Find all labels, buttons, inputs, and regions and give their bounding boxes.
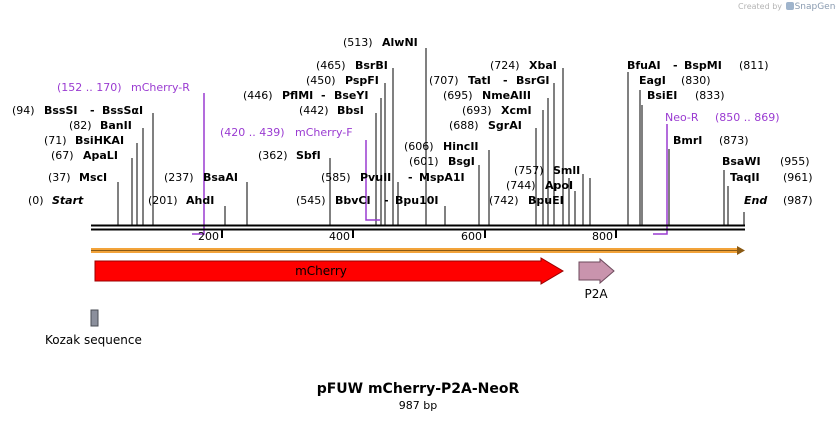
orf-arrow bbox=[91, 246, 745, 255]
primer-neo-r-arrow bbox=[653, 124, 668, 235]
ruler-tick-800: 800 bbox=[592, 230, 613, 243]
site-sbfI: (362)SbfI bbox=[258, 149, 321, 162]
site-bsiEI: BsiEI(833) bbox=[647, 89, 725, 102]
primer-marks bbox=[192, 93, 668, 235]
feature-p2a-label: P2A bbox=[584, 287, 608, 301]
site-ahdI: (201)AhdI bbox=[148, 194, 214, 207]
site-labels: (0)Start (37)MscI (67)ApaLI (71)BsiHKAI … bbox=[12, 36, 580, 207]
site-apoI: (744)ApoI bbox=[506, 179, 573, 192]
site-nmeAIII: (695)NmeAIII bbox=[443, 89, 531, 102]
site-lines bbox=[117, 48, 745, 225]
feature-mcherry: mCherry bbox=[94, 257, 564, 285]
site-bpuEI: (742)BpuEI bbox=[489, 194, 564, 207]
primer-mcherry-f-arrow bbox=[365, 140, 380, 221]
site-apaLI: (67)ApaLI bbox=[51, 149, 118, 162]
site-xcmI: (693)XcmI bbox=[462, 104, 532, 117]
site-bsaWI: BsaWI(955) bbox=[722, 155, 810, 168]
ruler: 200 400 600 800 bbox=[198, 229, 617, 243]
site-pspFI: (450)PspFI bbox=[306, 74, 379, 87]
site-eagI: EagI(830) bbox=[639, 74, 711, 87]
site-bsaAI: (237)BsaAI bbox=[164, 171, 238, 184]
primer-mcherry-r-label: (152 .. 170)mCherry-R bbox=[57, 81, 190, 94]
ruler-tick-600: 600 bbox=[461, 230, 482, 243]
site-xbaI: (724)XbaI bbox=[490, 59, 557, 72]
primer-labels: (152 .. 170)mCherry-R (420 .. 439)mCherr… bbox=[57, 81, 780, 139]
site-pvuII: (585)PvuII-MspA1I bbox=[321, 171, 465, 184]
feature-mcherry-label: mCherry bbox=[295, 264, 347, 278]
site-bsrBI: (465)BsrBI bbox=[316, 59, 388, 72]
site-pflMI: (446)PflMI-BseYI bbox=[243, 89, 368, 102]
site-tatI: (707)TatI-BsrGI bbox=[429, 74, 549, 87]
site-bssSI: (94)BssSI-BssSαI bbox=[12, 104, 143, 117]
primer-neo-r-label: Neo-R(850 .. 869) bbox=[665, 111, 780, 124]
plasmid-length: 987 bp bbox=[398, 399, 438, 412]
feature-kozak-label: Kozak sequence bbox=[45, 333, 142, 347]
site-bbsI: (442)BbsI bbox=[299, 104, 364, 117]
site-alwNI: (513)AlwNI bbox=[343, 36, 418, 49]
site-labels-right: BfuAI-BspMI(811) EagI(830) BsiEI(833) Bm… bbox=[627, 59, 813, 207]
site-start: (0)Start bbox=[28, 194, 84, 207]
site-bbvCI: (545)BbvCI-Bpu10I bbox=[296, 194, 439, 207]
primer-mcherry-f-label: (420 .. 439)mCherry-F bbox=[220, 126, 353, 139]
feature-kozak: Kozak sequence bbox=[45, 309, 142, 347]
site-bsgI: (601)BsgI bbox=[409, 155, 475, 168]
site-bfuAI: BfuAI-BspMI(811) bbox=[627, 59, 769, 72]
primer-mcherry-r-arrow bbox=[192, 93, 205, 235]
backbone bbox=[91, 224, 745, 231]
credit-brand: SnapGene bbox=[794, 2, 836, 12]
credit-text: Created by bbox=[738, 2, 783, 11]
ruler-tick-400: 400 bbox=[329, 230, 350, 243]
snapgene-credit: Created by SnapGene bbox=[738, 2, 836, 12]
site-sgrAI: (688)SgrAI bbox=[449, 119, 522, 132]
site-banII: (82)BanII bbox=[69, 119, 132, 132]
site-smlI: (757)SmlI bbox=[514, 164, 580, 177]
site-bmrI: BmrI(873) bbox=[673, 134, 749, 147]
site-hincII: (606)HincII bbox=[404, 140, 479, 153]
site-bsiHKAI: (71)BsiHKAI bbox=[44, 134, 124, 147]
snapgene-logo-icon bbox=[785, 2, 794, 10]
feature-p2a: P2A bbox=[578, 257, 615, 301]
site-end: End(987) bbox=[744, 194, 813, 207]
site-taqII: TaqII(961) bbox=[730, 171, 813, 184]
plasmid-title: pFUW mCherry-P2A-NeoR bbox=[316, 381, 520, 397]
site-mscI: (37)MscI bbox=[48, 171, 107, 184]
ruler-tick-200: 200 bbox=[198, 230, 219, 243]
